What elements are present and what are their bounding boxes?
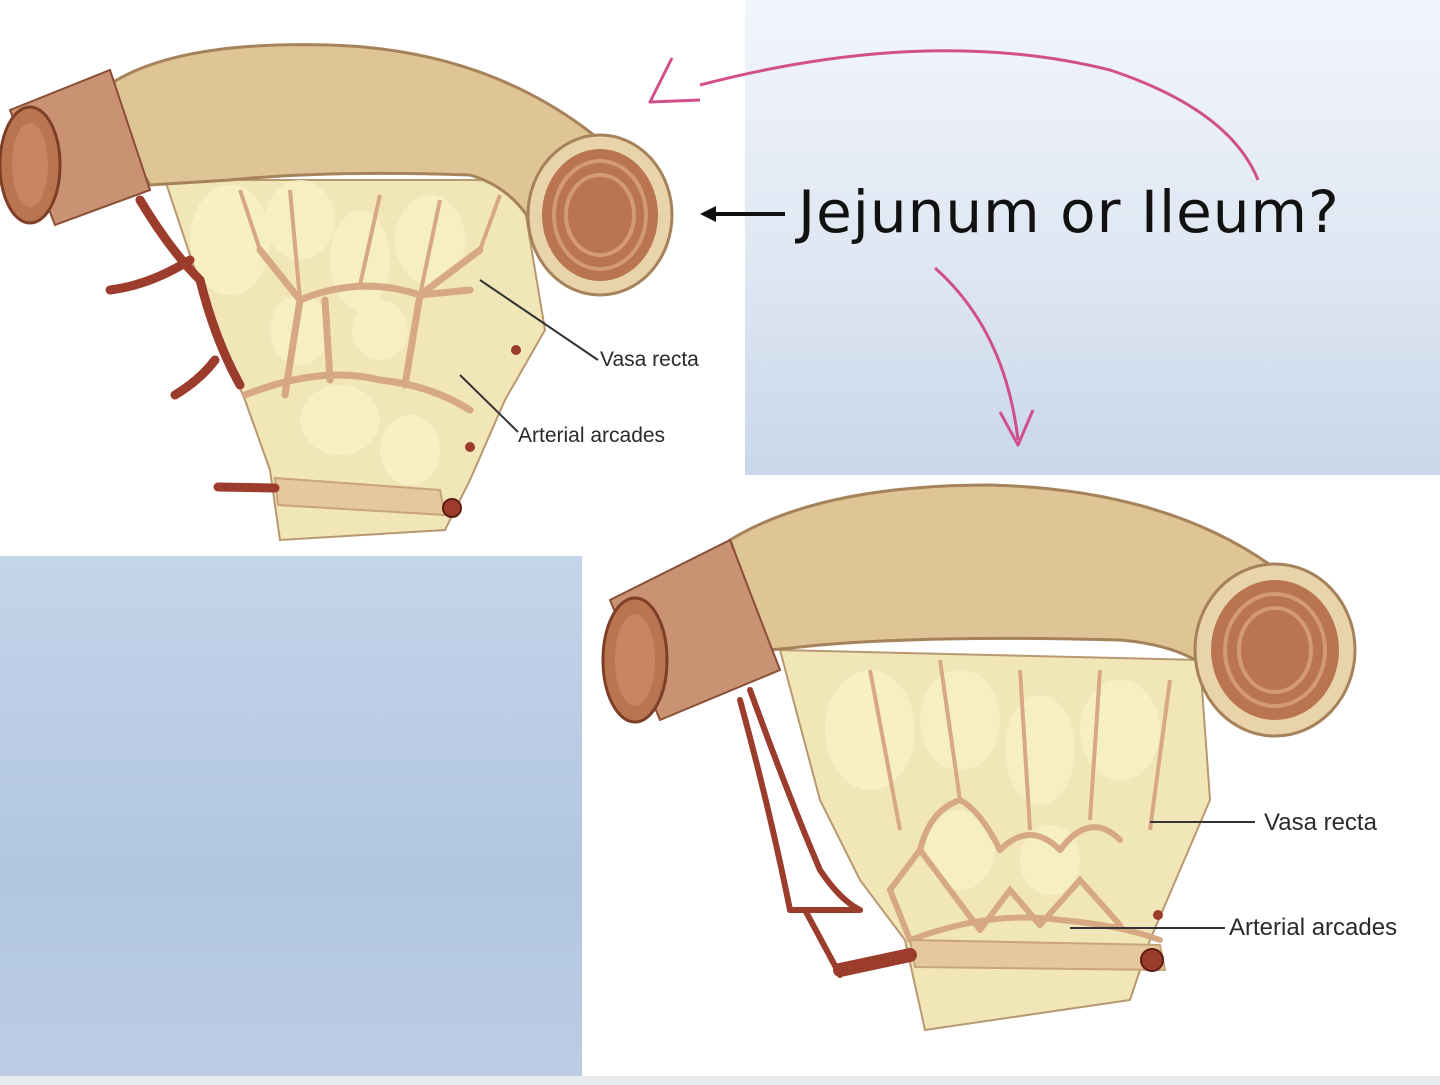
question-title: Jejunum or Ileum? [798, 178, 1340, 246]
ileum-illustration [601, 483, 1357, 1032]
bowel-left-cut-end [601, 538, 782, 724]
slide-panel-top-right [745, 0, 1440, 475]
arterial-arcades-label: Arterial arcades [1229, 914, 1398, 941]
pink-arrowhead-top [648, 57, 701, 104]
feeding-artery [105, 195, 280, 493]
slide-panel-bottom-left [0, 556, 582, 1085]
artery-cut-end [511, 345, 521, 355]
arterial-arcades [241, 246, 484, 414]
artery-cut-end [465, 442, 475, 452]
mesenteric-fat [825, 670, 1160, 895]
bowel-right-lumen [1193, 562, 1357, 738]
artery-cut-end [1140, 948, 1164, 972]
feeding-artery [737, 687, 863, 978]
slide-bottom-strip [0, 1076, 1440, 1085]
vasa-recta [238, 189, 502, 301]
arterial-arcades-leader-line [459, 374, 519, 433]
vasa-recta-label: Vasa recta [600, 348, 699, 371]
pink-arrowhead-bottom [998, 409, 1035, 447]
black-pointer-arrowhead [700, 206, 716, 222]
pink-arrow-to-bottom-figure [934, 266, 1020, 441]
bowel-left-cut-end [0, 68, 152, 227]
bowel-right-lumen [526, 133, 674, 297]
feeding-artery-trunk [833, 948, 917, 977]
jejunum-illustration [0, 43, 674, 542]
artery-cut-end [1153, 910, 1163, 920]
vasa-recta-label: Vasa recta [1264, 809, 1377, 836]
arterial-arcades-label: Arterial arcades [518, 424, 666, 447]
artery-cut-end [442, 498, 462, 518]
pink-arrow-to-top-figure [699, 49, 1260, 181]
vasa-recta-leader-line [479, 279, 599, 361]
vasa-recta [868, 659, 1172, 831]
